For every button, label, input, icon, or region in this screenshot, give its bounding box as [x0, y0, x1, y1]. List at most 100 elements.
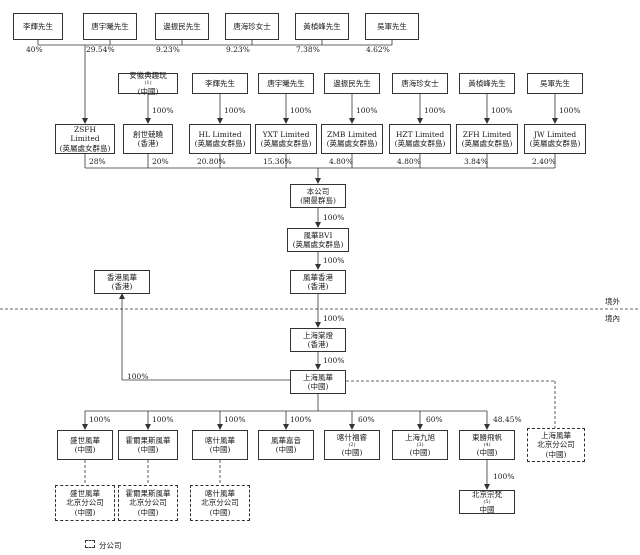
pct-label: 20%: [152, 157, 169, 166]
branch-name: 霍爾果斯風華: [125, 488, 171, 498]
pct-label: 100%: [323, 356, 345, 365]
footnote-ref: (1): [144, 80, 152, 87]
pct-label: 4.80%: [329, 157, 353, 166]
pct-label: 20.80%: [197, 157, 226, 166]
company-location: 中國: [479, 505, 495, 515]
company-shanghai-fenghua: 上海風華 (中國): [290, 370, 346, 394]
company-fenghua-hk: 風華香港 (香港): [290, 270, 346, 294]
footnote-ref: (5): [483, 498, 491, 505]
shareholder-tang-haizhen: 唐海珍女士: [225, 13, 279, 40]
pct-label: 100%: [323, 256, 345, 265]
holdco-zsfh: ZSFH Limited (英屬處女群島): [55, 124, 115, 154]
owner-wu-jun: 吳軍先生: [527, 73, 583, 94]
company-name: 上海九旭: [405, 432, 435, 442]
pct-label: 100%: [152, 106, 174, 115]
company-location: (英屬處女群島): [194, 139, 246, 148]
branch-shanghai-fenghua-beijing: 上海風華 北京分公司 (中國): [527, 428, 585, 462]
pct-label: 28%: [89, 157, 106, 166]
footnote-ref: (4): [483, 441, 491, 448]
company-location: (中國): [209, 445, 231, 454]
owner-name: 邊振民先生: [333, 78, 371, 88]
shareholder-bian-zhenmin: 邊振民先生: [155, 13, 209, 40]
company-location: (香港): [111, 282, 133, 291]
legend-branch-swatch: [85, 540, 95, 548]
onshore-label: 境內: [605, 314, 620, 323]
pct-label: 4.62%: [366, 45, 390, 54]
shareholder-li-hui: 李輝先生: [13, 13, 63, 40]
company-name: 上海棠燈: [303, 330, 333, 340]
pct-label: 100%: [290, 106, 312, 115]
pct-label: 100%: [356, 106, 378, 115]
company-name: YXT Limited: [262, 129, 310, 139]
shareholder-name: 唐海珍女士: [233, 21, 271, 31]
pct-label: 100%: [152, 415, 174, 424]
shareholder-name: 邊振民先生: [163, 21, 201, 31]
owner-location: (中國): [137, 86, 159, 96]
company-name: 創世兢曉: [133, 129, 163, 139]
pct-label: 3.84%: [464, 157, 488, 166]
branch-location: (中國): [137, 507, 159, 517]
branch-huoerguosi-fenghua-beijing: 霍爾果斯風華 北京分公司 (中國): [118, 485, 178, 521]
branch-location: (中國): [74, 507, 96, 517]
company-location: (英屬處女群島): [59, 143, 111, 153]
company-name: 盛世風華: [70, 435, 100, 445]
company-cayman: 本公司 (開曼群島): [290, 184, 346, 208]
company-location: (中國): [307, 382, 329, 391]
company-name: 霍爾果斯風華: [125, 435, 171, 445]
company-name: 北京宗梵: [472, 489, 502, 499]
holdco-jw: JW Limited (英屬處女群島): [524, 124, 586, 154]
company-location: (中國): [275, 445, 297, 454]
company-name: 上海風華: [303, 372, 333, 382]
branch-name: 北京分公司: [201, 498, 239, 508]
company-location: (中國): [137, 445, 159, 454]
pct-label: 100%: [290, 415, 312, 424]
company-shanghai-tangdeng: 上海棠燈 (香港): [290, 328, 346, 352]
shareholder-tang-yuxi: 唐宇曦先生: [83, 13, 137, 40]
shareholder-wu-jun: 吳軍先生: [365, 13, 419, 40]
branch-name: 北京分公司: [129, 498, 167, 508]
company-location: (中國): [409, 448, 431, 458]
sub-dongsheng-feifan: 東勝飛帆(4) (中國): [459, 430, 515, 460]
company-name: JW Limited: [533, 129, 577, 139]
pct-label: 100%: [323, 314, 345, 323]
branch-location: (中國): [209, 507, 231, 517]
pct-label: 100%: [491, 106, 513, 115]
pct-label: 100%: [224, 106, 246, 115]
company-hk-fenghua: 香港風華 (香港): [94, 270, 150, 294]
company-location: (香港): [307, 282, 329, 291]
company-name: 喀什福睿: [337, 432, 367, 442]
sub-kashi-furui: 喀什福睿(2) (中國): [324, 430, 380, 460]
offshore-label: 境外: [605, 297, 620, 306]
owner-tang-yuxi: 唐宇曦先生: [258, 73, 314, 94]
owner-name: 唐宇曦先生: [267, 78, 305, 88]
company-name: HZT Limited: [395, 129, 445, 139]
company-location: (開曼群島): [300, 196, 336, 205]
shareholder-name: 唐宇曦先生: [91, 21, 129, 31]
holdco-yxt: YXT Limited (英屬處女群島): [255, 124, 317, 154]
company-location: (英屬處女群島): [529, 139, 581, 148]
company-name: 風華BVI: [303, 230, 333, 240]
company-location: (英屬處女群島): [326, 139, 378, 148]
shareholder-huang-zhenfeng: 黃楨峰先生: [295, 13, 349, 40]
sub-shengshi-fenghua: 盛世風華 (中國): [57, 430, 113, 460]
company-name: HL Limited: [198, 129, 242, 139]
company-fenghua-bvi: 風華BVI (英屬處女群島): [287, 228, 349, 252]
company-name: 喀什風華: [205, 435, 235, 445]
company-location: (英屬處女群島): [260, 139, 312, 148]
company-beijing-zongfan: 北京宗梵(5) 中國: [459, 490, 515, 514]
company-name: 香港風華: [107, 272, 137, 282]
owner-tang-haizhen: 唐海珍女士: [392, 73, 448, 94]
company-location: (中國): [341, 448, 363, 458]
company-location: (香港): [307, 340, 329, 349]
company-name: Limited: [70, 134, 100, 144]
holdco-chuangshi: 創世兢曉 (香港): [123, 124, 173, 154]
pct-label: 60%: [426, 415, 443, 424]
pct-label: 4.80%: [397, 157, 421, 166]
sub-kashi-fenghua: 喀什風華 (中國): [192, 430, 248, 460]
pct-label: 100%: [127, 372, 149, 381]
pct-label: 2.40%: [532, 157, 556, 166]
company-location: (香港): [137, 139, 159, 148]
footnote-ref: (3): [416, 441, 424, 448]
branch-shengshi-fenghua-beijing: 盛世風華 北京分公司 (中國): [55, 485, 115, 521]
